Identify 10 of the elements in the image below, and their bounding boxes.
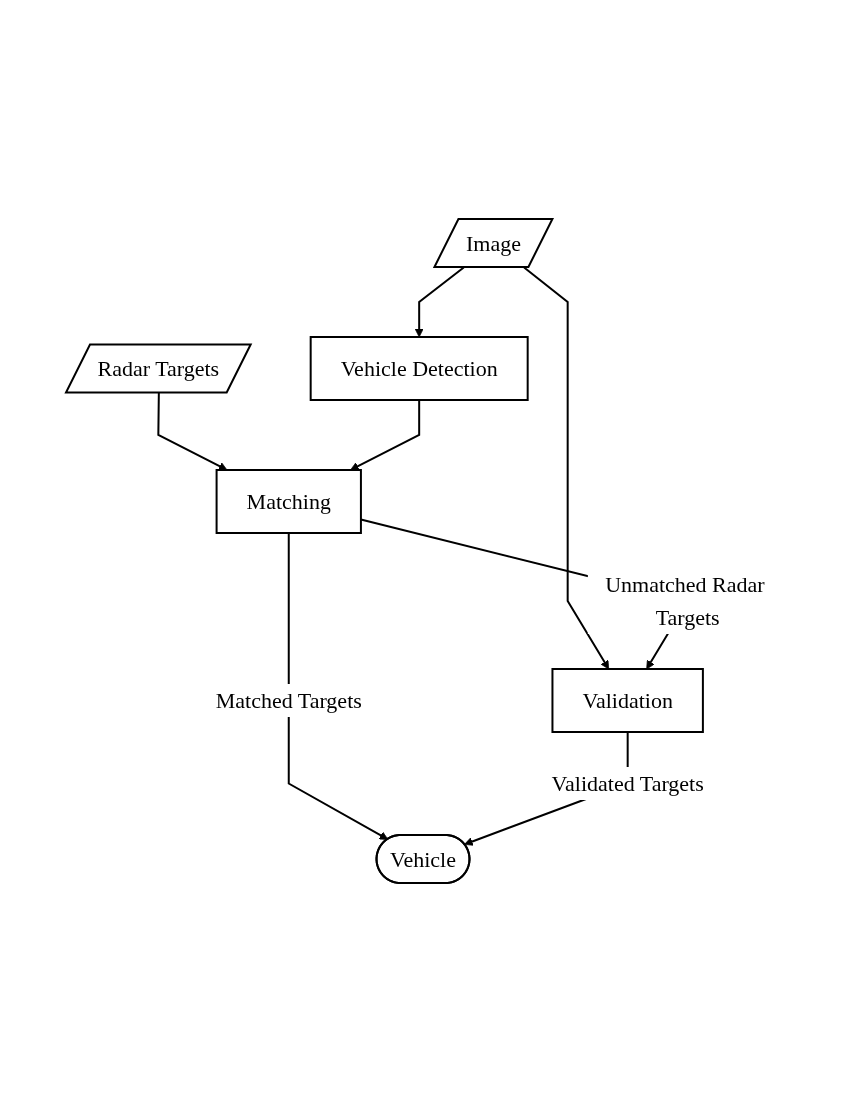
arrow (287, 532, 389, 840)
arrow (157, 392, 228, 471)
arrow (523, 266, 610, 670)
node-box: Matching (215, 469, 363, 534)
node-box: Vehicle Detection (309, 336, 529, 401)
edge-label: Matched Targets (215, 688, 362, 713)
arrow (350, 399, 421, 471)
edge-label: Unmatched Radar Targets (605, 572, 765, 630)
node-box: Validation (551, 668, 705, 733)
edge-label: Validated Targets (551, 771, 704, 796)
